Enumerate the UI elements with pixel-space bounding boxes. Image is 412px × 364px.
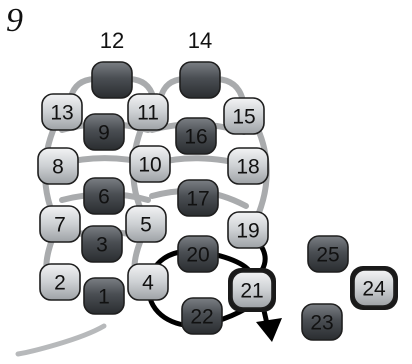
- bead-13-body: [41, 93, 83, 131]
- bead-label: 21: [240, 280, 263, 303]
- bead-20: 20: [177, 235, 219, 273]
- bead-2-body: [39, 263, 81, 301]
- bead-label: 23: [310, 312, 333, 335]
- bead-18: 18: [227, 147, 269, 185]
- bead-4-body: [127, 263, 169, 301]
- bead-10: 10: [129, 145, 171, 183]
- bead-17-body: [177, 179, 219, 217]
- bead-21: 21: [228, 268, 276, 312]
- bead-7-body: [39, 205, 81, 243]
- bead-12-body: [91, 61, 133, 99]
- bead-label: 17: [186, 188, 209, 211]
- bead-5-body: [125, 205, 167, 243]
- bead-label: 11: [137, 102, 159, 125]
- bead-10-body: [129, 145, 171, 183]
- bead-11-body: [127, 93, 169, 131]
- bead-label: 12: [100, 28, 124, 53]
- bead-label: 25: [316, 244, 339, 267]
- bead-15: 15: [223, 97, 265, 135]
- bead-label: 22: [190, 306, 213, 329]
- bead-label: 13: [50, 102, 73, 125]
- bead-3: 3: [81, 225, 123, 263]
- bead-7: 7: [39, 205, 81, 243]
- bead-label: 20: [186, 244, 209, 267]
- bead-label: 14: [188, 28, 212, 53]
- bead-13: 13: [41, 93, 83, 131]
- bead-8-body: [37, 147, 79, 185]
- bead-25-body: [307, 235, 349, 273]
- bead-6-body: [83, 177, 125, 215]
- bead-1-body: [83, 277, 125, 315]
- bead-1: 1: [83, 277, 125, 315]
- bead-label: 9: [98, 122, 110, 145]
- thread-tail: [15, 323, 107, 357]
- bead-label: 5: [140, 214, 152, 237]
- bead-21-body: [231, 271, 273, 309]
- bead-16-body: [175, 117, 217, 155]
- step-number: 9: [6, 2, 23, 39]
- bead-23: 23: [301, 303, 343, 341]
- bead-24: 24: [350, 266, 398, 310]
- bead-22-body: [181, 297, 223, 335]
- bead-label: 4: [142, 272, 154, 295]
- bead-14: 14: [179, 28, 221, 99]
- bead-15-body: [223, 97, 265, 135]
- bead-2: 2: [39, 263, 81, 301]
- bead-label: 8: [52, 156, 64, 179]
- bead-label: 18: [236, 156, 259, 179]
- bead-16: 16: [175, 117, 217, 155]
- bead-9-body: [83, 113, 125, 151]
- thread-direction-arrow: [256, 318, 282, 342]
- bead-3-body: [81, 225, 123, 263]
- bead-label: 7: [54, 214, 66, 237]
- bead-label: 19: [236, 220, 259, 243]
- bead-12: 12: [91, 28, 133, 99]
- bead-label: 3: [96, 234, 108, 257]
- bead-22: 22: [181, 297, 223, 335]
- bead-label: 2: [54, 272, 66, 295]
- thread-column-left: [42, 109, 65, 288]
- bead-5: 5: [125, 205, 167, 243]
- bead-4: 4: [127, 263, 169, 301]
- bead-label: 6: [98, 186, 110, 209]
- bead-19: 19: [227, 211, 269, 249]
- bead-17: 17: [177, 179, 219, 217]
- bead-label: 15: [232, 106, 255, 129]
- bead-label: 1: [98, 286, 110, 309]
- bead-20-body: [177, 235, 219, 273]
- bead-25: 25: [307, 235, 349, 273]
- bead-6: 6: [83, 177, 125, 215]
- bead-label: 16: [184, 126, 207, 149]
- bead-24-body: [353, 269, 395, 307]
- bead-23-body: [301, 303, 343, 341]
- bead-label: 24: [362, 278, 386, 301]
- bead-8: 8: [37, 147, 79, 185]
- bead-19-body: [227, 211, 269, 249]
- bead-11: 11: [127, 93, 169, 131]
- bead-14-body: [179, 61, 221, 99]
- bead-18-body: [227, 147, 269, 185]
- bead-label: 10: [138, 154, 161, 177]
- bead-9: 9: [83, 113, 125, 151]
